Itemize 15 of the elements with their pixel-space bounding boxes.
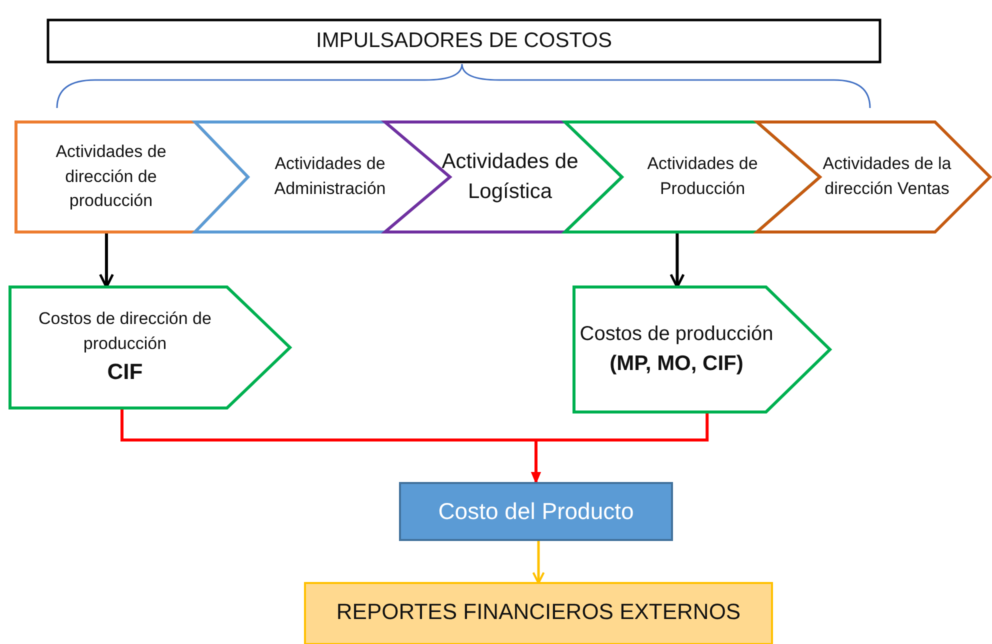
arrow xyxy=(532,540,545,584)
cost-code: (MP, MO, CIF) xyxy=(610,350,744,377)
node-label: Actividades de dirección de producción xyxy=(54,141,168,212)
cost-code: CIF xyxy=(107,358,143,386)
node-label: Costos de dirección de producción xyxy=(38,308,212,355)
node-label: Actividades de Administración xyxy=(273,153,387,200)
arrow xyxy=(670,232,685,288)
node-label: Actividades de Producción xyxy=(646,153,759,200)
node-label: Costos de producción xyxy=(580,322,774,347)
node-label: Actividades de Logística xyxy=(440,148,580,205)
node-label: Actividades de la dirección Ventas xyxy=(822,153,952,200)
node-label: REPORTES FINANCIEROS EXTERNOS xyxy=(336,598,741,626)
node-label: IMPULSADORES DE COSTOS xyxy=(316,28,612,54)
arrow xyxy=(98,232,114,288)
node-label: Costo del Producto xyxy=(438,496,634,526)
